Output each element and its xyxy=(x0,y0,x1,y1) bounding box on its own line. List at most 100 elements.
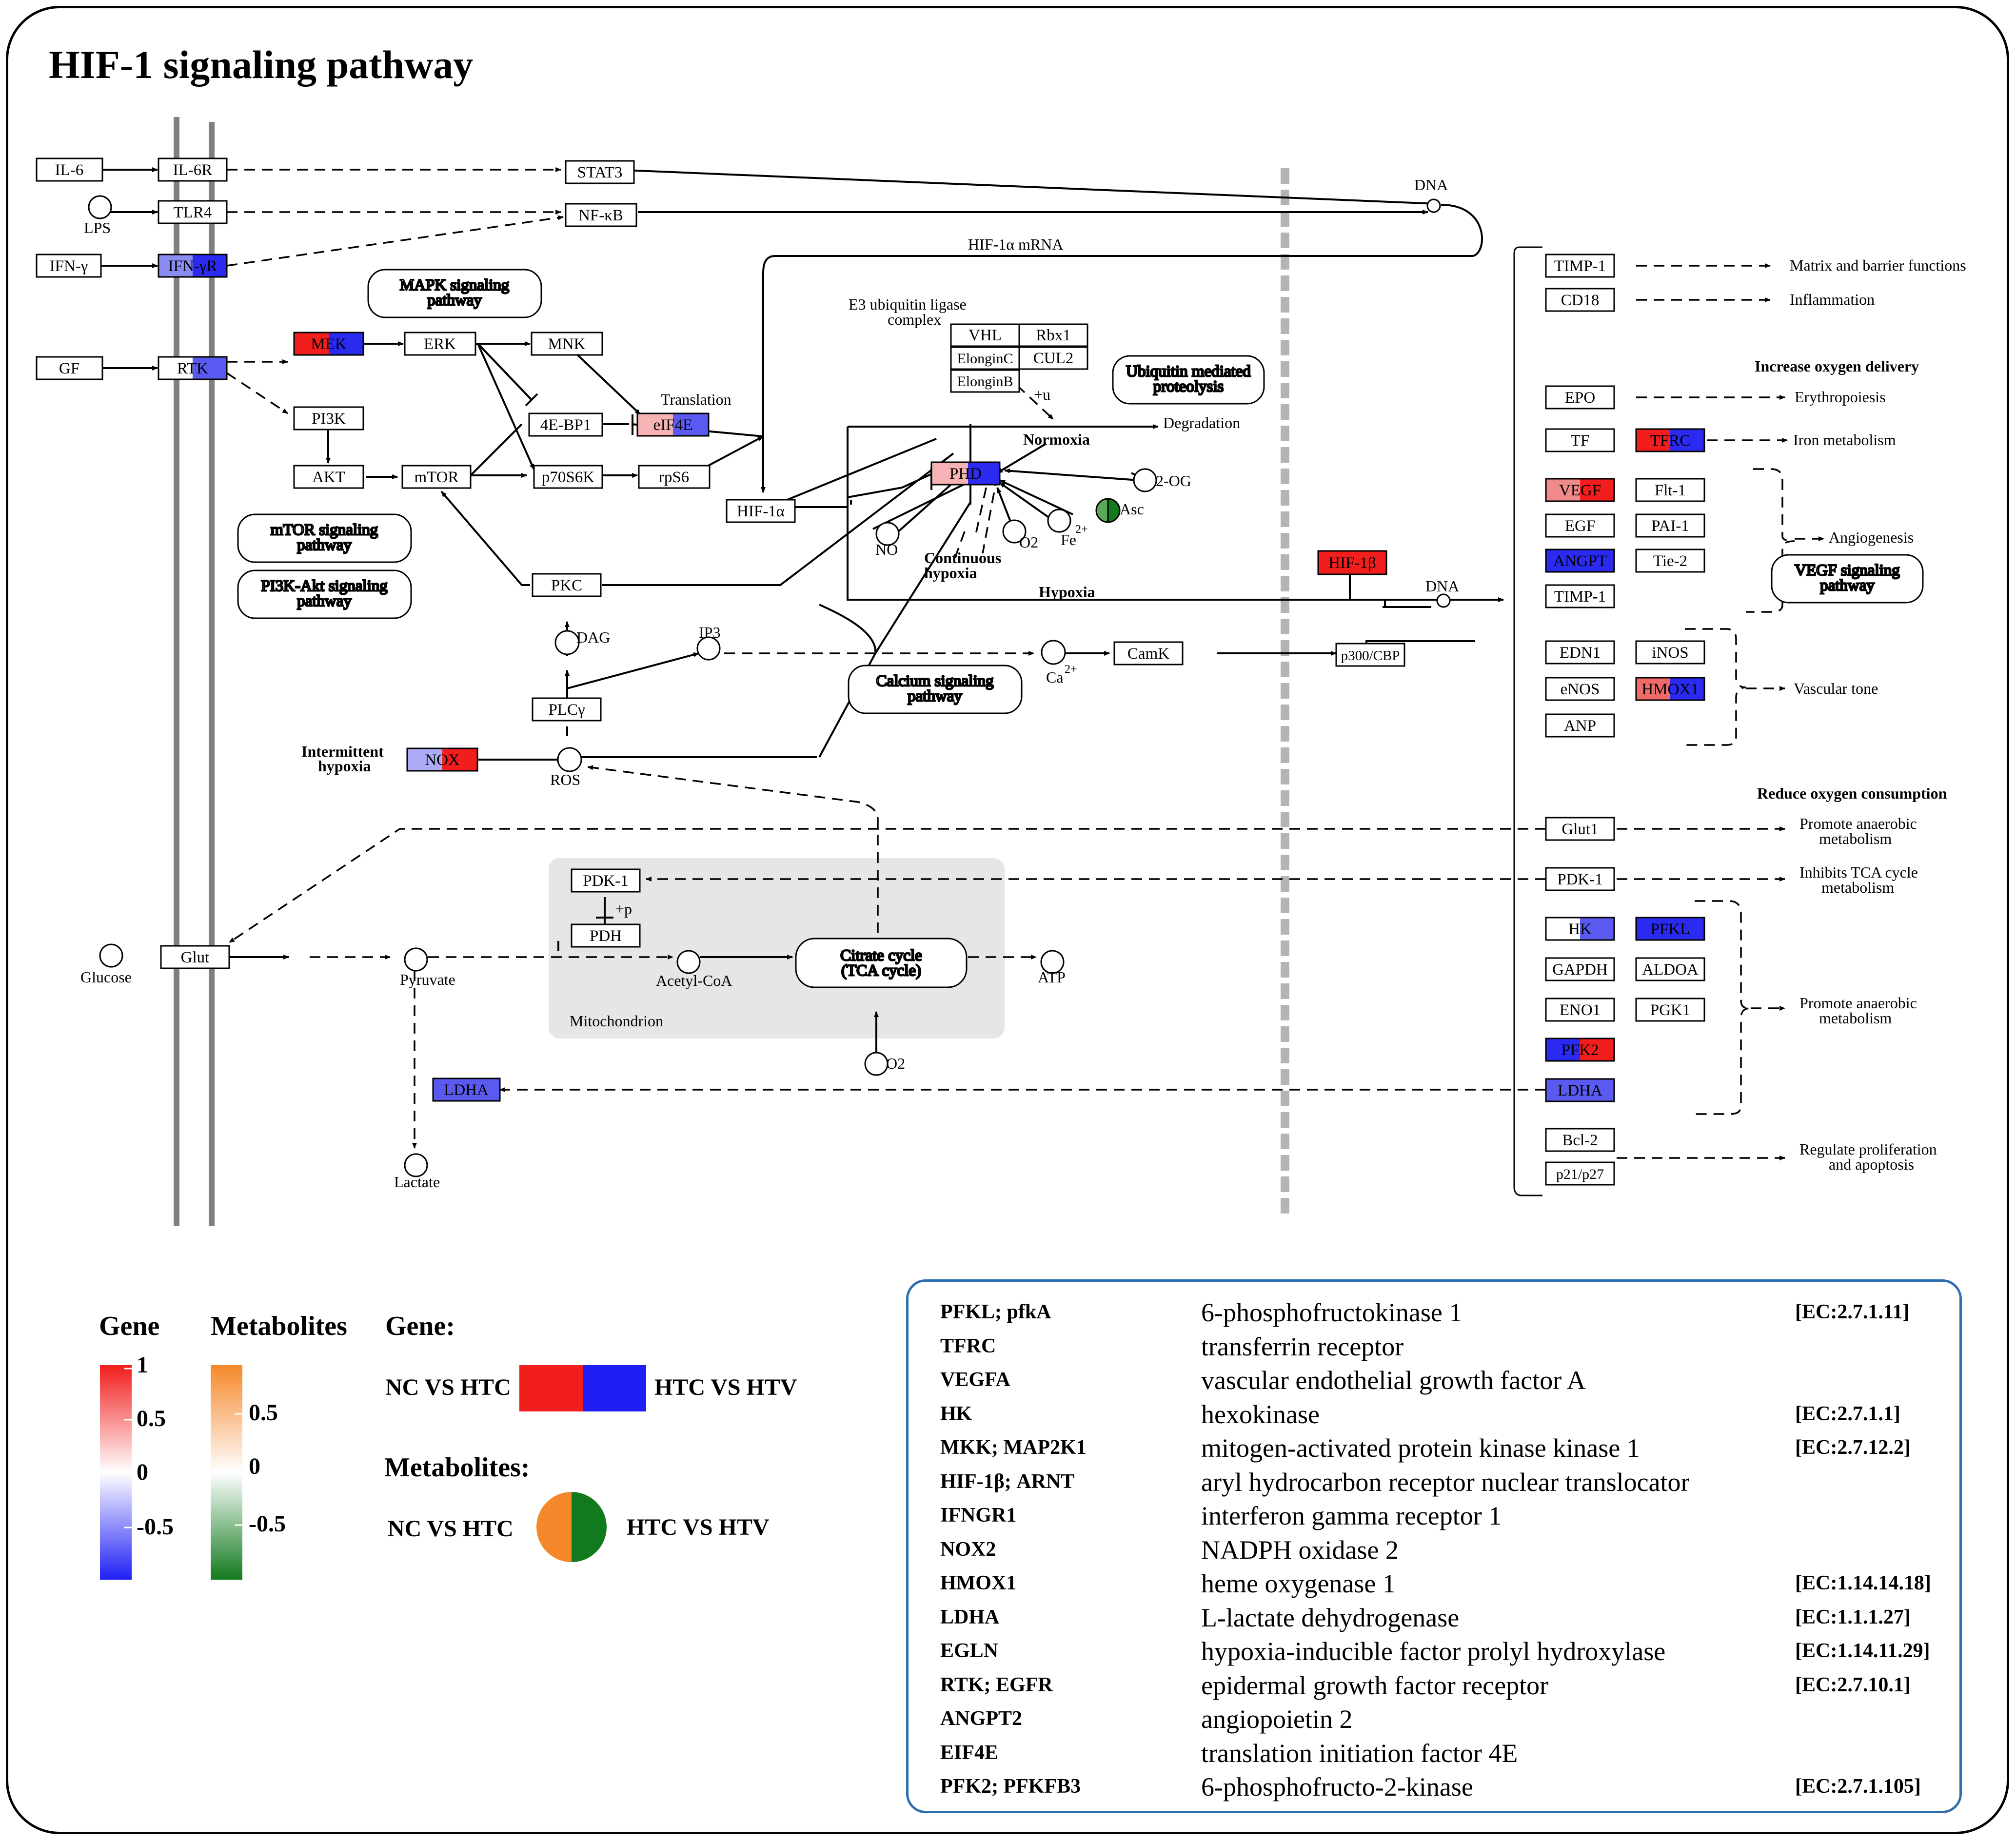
node-epo: EPO xyxy=(1545,385,1615,410)
svg-text:PDK-1: PDK-1 xyxy=(583,872,629,890)
svg-text:VEGF signaling: VEGF signaling xyxy=(1795,562,1899,579)
gene-scale-title: Gene xyxy=(99,1311,160,1341)
svg-text:HMOX1: HMOX1 xyxy=(1641,681,1699,698)
svg-text:ERK: ERK xyxy=(424,335,456,353)
svg-text:Glut1: Glut1 xyxy=(1561,821,1598,838)
svg-text:LDHA: LDHA xyxy=(444,1081,489,1099)
svg-text:PI3K: PI3K xyxy=(312,410,346,428)
svg-text:p21/p27: p21/p27 xyxy=(1556,1166,1604,1182)
svg-text:PKC: PKC xyxy=(551,577,582,594)
node-egf: EGF xyxy=(1545,513,1615,538)
compound-asc xyxy=(1095,498,1121,523)
svg-text:PDK-1: PDK-1 xyxy=(1557,871,1603,888)
node-flt1: Flt-1 xyxy=(1635,478,1705,502)
svg-text:pathway: pathway xyxy=(908,687,962,705)
node-camk: CamK xyxy=(1113,641,1184,666)
fe-superscript: 2+ xyxy=(1075,523,1088,536)
node-phd: PHD xyxy=(930,461,1001,486)
gene-symbol: NOX2 xyxy=(940,1538,996,1561)
node-tlr4: TLR4 xyxy=(158,200,228,224)
node-nox: NOX xyxy=(406,747,478,772)
svg-text:proteolysis: proteolysis xyxy=(1153,378,1224,395)
svg-text:Flt-1: Flt-1 xyxy=(1655,482,1686,499)
tca-cycle-box: Citrate cycle(TCA cycle) xyxy=(795,938,968,988)
node-4ebp1: 4E-BP1 xyxy=(528,412,603,437)
node-plcg: PLCγ xyxy=(532,697,602,722)
vascular-tone-label: Vascular tone xyxy=(1794,680,1878,697)
compound-lactate xyxy=(404,1153,428,1177)
gene-symbol: IFNGR1 xyxy=(940,1504,1017,1527)
dna-label-2: DNA xyxy=(1425,577,1459,595)
anaerobic2-label-2: metabolism xyxy=(1819,1009,1892,1027)
svg-text:ALDOA: ALDOA xyxy=(1642,961,1699,979)
2og-label: 2-OG xyxy=(1156,472,1191,490)
node-cul2: CUL2 xyxy=(1018,346,1088,370)
compound-atp xyxy=(1040,950,1065,974)
svg-text:PI3K-Akt signaling: PI3K-Akt signaling xyxy=(261,577,387,595)
continuous-hypoxia-label-2: hypoxia xyxy=(924,564,977,582)
mitochondrion-label: Mitochondrion xyxy=(570,1012,663,1030)
svg-text:mTOR signaling: mTOR signaling xyxy=(271,521,378,539)
pyruvate-label: Pyruvate xyxy=(400,971,455,988)
gene-symbol: PFK2; PFKFB3 xyxy=(940,1775,1081,1798)
iron-metabolism-label: Iron metabolism xyxy=(1793,431,1896,449)
metabolite-key-nc-htc: NC VS HTC xyxy=(388,1516,514,1542)
svg-text:GF: GF xyxy=(59,360,79,377)
svg-text:Ubiquitin mediated: Ubiquitin mediated xyxy=(1126,363,1251,380)
svg-text:AKT: AKT xyxy=(312,469,345,486)
svg-text:TLR4: TLR4 xyxy=(174,204,212,221)
gene-symbol: EIF4E xyxy=(940,1741,999,1764)
svg-text:NOX: NOX xyxy=(425,751,460,769)
svg-text:pathway: pathway xyxy=(427,292,482,309)
metabolite-key-htc-htv: HTC VS HTV xyxy=(627,1514,770,1540)
node-p21: p21/p27 xyxy=(1545,1161,1615,1186)
svg-text:IFN-γ: IFN-γ xyxy=(50,257,88,275)
node-mek: MEK xyxy=(293,332,364,356)
degradation-label: Degradation xyxy=(1163,414,1240,431)
translation-label: Translation xyxy=(661,391,731,408)
svg-text:IFN-γR: IFN-γR xyxy=(168,257,217,275)
node-timp1: TIMP-1 xyxy=(1545,254,1615,278)
node-il6: IL-6 xyxy=(36,157,103,182)
metabolite-key-title: Metabolites: xyxy=(384,1452,530,1483)
gene-description: angiopoietin 2 xyxy=(1201,1704,1353,1734)
svg-text:PFK2: PFK2 xyxy=(1561,1041,1599,1059)
e3-label-2: complex xyxy=(888,311,941,328)
node-elonginc: ElonginC xyxy=(950,346,1020,370)
node-pdk1: PDK-1 xyxy=(571,868,641,893)
compound-ip3 xyxy=(696,636,721,661)
node-elonginb: ElonginB xyxy=(950,369,1020,393)
node-inos: iNOS xyxy=(1635,640,1705,665)
gene-description: aryl hydrocarbon receptor nuclear transl… xyxy=(1201,1467,1690,1497)
nucleus-bracket xyxy=(1513,246,1542,1196)
node-pgk1: PGK1 xyxy=(1635,998,1705,1022)
gene-key-blue xyxy=(583,1365,646,1411)
mitochondrion-region xyxy=(549,858,1005,1038)
ec-number: [EC:2.7.1.105] xyxy=(1795,1775,1921,1798)
svg-text:Calcium signaling: Calcium signaling xyxy=(876,672,993,690)
node-pi3k: PI3K xyxy=(293,406,364,431)
metabolite-tick: 0.5 xyxy=(249,1400,278,1426)
node-pkc: PKC xyxy=(532,573,602,597)
anaerobic-label-1: Promote anaerobic xyxy=(1799,815,1917,832)
compound-pyruvate xyxy=(404,947,428,972)
acetylcoa-label: Acetyl-CoA xyxy=(656,972,732,989)
node-hmox1: HMOX1 xyxy=(1635,677,1705,701)
gene-key-red xyxy=(519,1365,583,1411)
svg-text:ENO1: ENO1 xyxy=(1560,1001,1601,1019)
svg-text:eIF4E: eIF4E xyxy=(653,416,693,434)
svg-text:ANP: ANP xyxy=(1564,717,1596,735)
node-cd18: CD18 xyxy=(1545,288,1615,312)
intermittent-label-2: hypoxia xyxy=(318,757,371,775)
svg-text:HIF-1β: HIF-1β xyxy=(1328,554,1376,572)
node-p70s6k: p70S6K xyxy=(533,465,603,489)
